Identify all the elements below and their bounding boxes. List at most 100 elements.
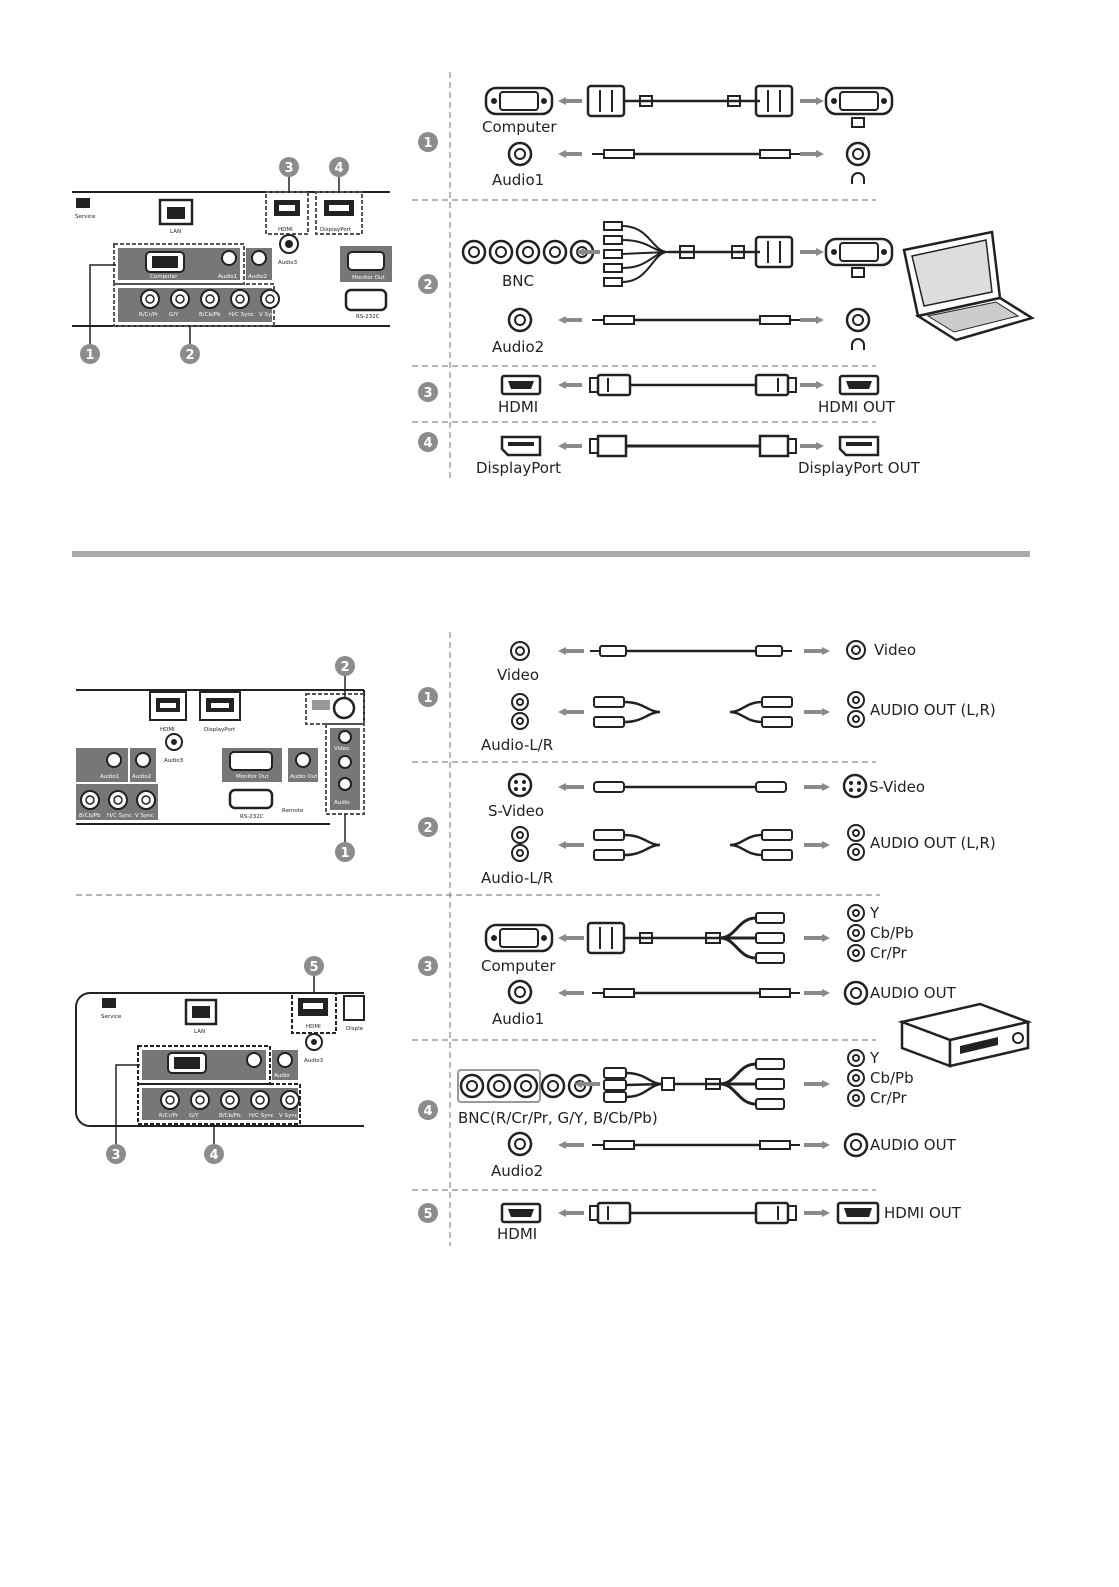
- vga-port-icon: [824, 237, 894, 278]
- callout-badge: [335, 656, 355, 676]
- displayport-cable: [589, 434, 797, 458]
- label-audio2: Audio2: [492, 338, 544, 356]
- label-cr-pr: Cr/Pr: [870, 1089, 907, 1107]
- label-video: Video: [497, 666, 539, 684]
- label-remote: Remote: [282, 808, 304, 814]
- row-badge: [418, 382, 438, 402]
- bnc-jack-icon: [280, 1090, 300, 1110]
- label-hdmi-out: HDMI OUT: [818, 398, 896, 416]
- callout-number: 3: [111, 1148, 120, 1163]
- bnc-jack-icon: [230, 289, 250, 309]
- section-divider: [72, 551, 1030, 557]
- bnc-connector-icon: [513, 1073, 539, 1099]
- headphone-jack-icon: [845, 141, 871, 184]
- callout-badge: [335, 842, 355, 862]
- callout-badge: [180, 344, 200, 364]
- callout-badge: [204, 1144, 224, 1164]
- hdmi-port-icon: HDMI: [149, 691, 187, 733]
- rca-pair-icon: [511, 826, 529, 862]
- label-audio1: Audio1: [218, 274, 237, 280]
- row-badge: [418, 1100, 438, 1120]
- label-bnc: BNC: [502, 272, 534, 290]
- rca-pair-icon: [511, 693, 529, 730]
- label-display: Disple: [346, 1026, 364, 1032]
- headphone-jack-icon: [845, 307, 871, 350]
- audio3-jack-icon: [165, 733, 183, 751]
- bnc-connector-icon: [542, 239, 568, 265]
- bnc-pin-label: H/C Sync: [229, 312, 254, 318]
- row-number: 5: [423, 1207, 432, 1222]
- rs232c-port-icon: [228, 788, 274, 810]
- projector-panel-computer: Service LAN HDMI Disple Audio3 Audio R/C…: [75, 956, 365, 1164]
- audio-jack-icon: [507, 307, 533, 333]
- callout-number: 4: [334, 161, 343, 176]
- svideo-cable: [593, 781, 787, 793]
- row-number: 4: [423, 1104, 432, 1119]
- hdmi-port-icon: [838, 374, 880, 396]
- label-audio2: Audio2: [132, 774, 151, 780]
- label-video: Video: [334, 746, 350, 752]
- bnc-jack-icon: [220, 1090, 240, 1110]
- bnc-pin-label: V Sync: [135, 813, 154, 819]
- audio-cable: [592, 988, 800, 998]
- component-jacks-icon: [847, 904, 865, 962]
- label-hdmi: HDMI: [498, 398, 538, 416]
- label-computer: Computer: [482, 118, 557, 136]
- bnc-pin-label: V Sync: [279, 1113, 298, 1119]
- laptop-icon: [902, 230, 1036, 342]
- hdmi-port-icon: [500, 374, 542, 396]
- vga-port-icon: [484, 923, 554, 953]
- displayport-port-partial: [343, 995, 365, 1021]
- label-service: Service: [101, 1014, 122, 1020]
- bnc-block-highlight: [137, 1083, 301, 1125]
- callout-number: 2: [185, 348, 194, 363]
- projector-panel-video: HDMI DisplayPort Audio3 Audio1 Audio2 B/…: [76, 656, 365, 862]
- rca-stereo-cable: [593, 829, 793, 861]
- row-number: 2: [423, 821, 432, 836]
- service-port-icon: Service: [101, 998, 122, 1020]
- label-audio-out-lr: AUDIO OUT (L,R): [870, 834, 996, 852]
- hdmi-cable: [589, 1201, 797, 1225]
- row-badge: [418, 687, 438, 707]
- bnc-pin-label: H/C Sync: [249, 1113, 274, 1119]
- label-audio3: Audio3: [304, 1058, 324, 1064]
- label-monitor-out: Monitor Out: [236, 774, 269, 780]
- row-number: 3: [423, 386, 432, 401]
- bnc-pin-label: B/Cb/Pb: [219, 1113, 241, 1119]
- label-hdmi: HDMI: [497, 1225, 537, 1243]
- bnc-connector-icon: [459, 1073, 485, 1099]
- label-audio1: Audio1: [492, 171, 544, 189]
- callout-number: 1: [85, 348, 94, 363]
- audio-cable: [592, 1140, 800, 1150]
- label-audio2: Audio2: [248, 274, 267, 280]
- label-audio3: Audio3: [164, 758, 184, 764]
- label-audio-out: Audio Out: [290, 774, 318, 780]
- label-lan: LAN: [194, 1029, 205, 1035]
- bnc-pin-label: V Sync: [259, 312, 278, 318]
- audio-jack-icon: [507, 1131, 533, 1157]
- audio3-jack-icon: [305, 1033, 323, 1051]
- callout-badge: [279, 157, 299, 177]
- bnc-jack-icon: [108, 790, 128, 810]
- displayport-port-icon: [838, 435, 880, 457]
- label-rs232c: RS-232C: [356, 314, 380, 320]
- label-audio-out-lr: AUDIO OUT (L,R): [870, 701, 996, 719]
- bnc-connector-icon: [515, 239, 541, 265]
- svideo-jack-icon: [842, 773, 868, 799]
- bnc-jack-icon: [160, 1090, 180, 1110]
- bnc-pin-label: B/Cb/Pb: [79, 813, 101, 819]
- label-hdmi: HDMI: [306, 1024, 321, 1030]
- label-lan: LAN: [170, 229, 181, 235]
- row-number: 4: [423, 436, 432, 451]
- callout-badge: [329, 157, 349, 177]
- label-displayport: DisplayPort: [320, 227, 352, 233]
- rca-cable: [590, 645, 792, 657]
- bnc-jack-icon: [190, 1090, 210, 1110]
- label-displayport: DisplayPort: [204, 727, 236, 733]
- bnc-jack-icon: [260, 289, 280, 309]
- label-computer: Computer: [481, 957, 556, 975]
- video-player-icon: [897, 1002, 1033, 1068]
- hdmi-highlight: [265, 191, 309, 235]
